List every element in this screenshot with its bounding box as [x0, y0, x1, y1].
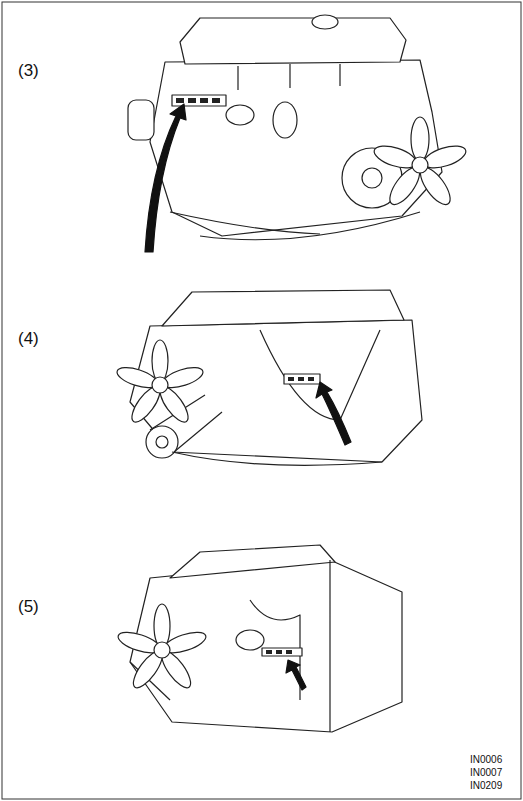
engine-3 — [128, 15, 468, 252]
engine-5 — [116, 545, 402, 732]
engine-number-plate — [284, 374, 320, 384]
engine-number-plate — [172, 95, 226, 106]
engine-4 — [115, 290, 422, 465]
reference-code: IN0209 — [470, 780, 502, 791]
reference-code: IN0006 — [470, 754, 502, 765]
pointer-arrow — [145, 104, 186, 252]
engine-number-plate — [262, 648, 302, 656]
pointer-arrow — [286, 660, 306, 690]
reference-code: IN0007 — [470, 767, 502, 778]
figure-number: (4) — [18, 330, 39, 349]
figure-number: (3) — [18, 62, 39, 81]
figure-number: (5) — [18, 598, 39, 617]
pointer-arrow — [316, 382, 351, 445]
